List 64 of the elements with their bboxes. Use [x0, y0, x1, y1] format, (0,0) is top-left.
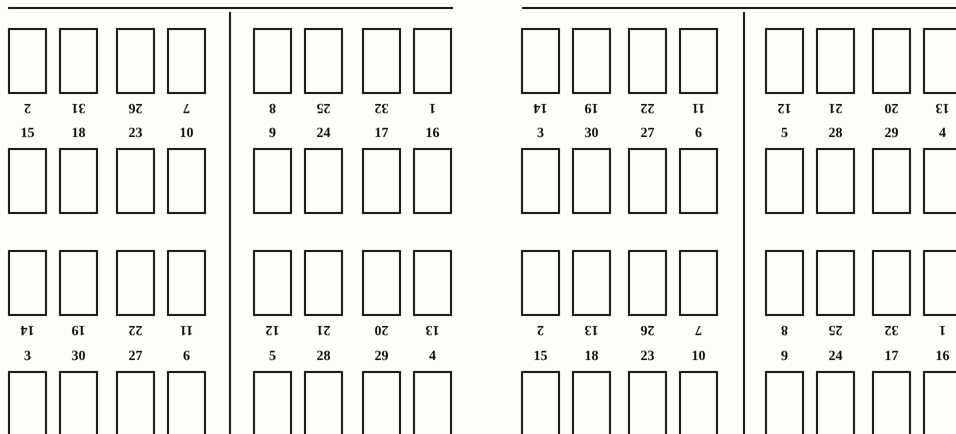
page-number: 12: [264, 321, 280, 337]
page-number: 31: [70, 99, 86, 115]
page-number: 26: [640, 321, 656, 337]
page-number: 32: [884, 321, 900, 337]
page-number: 9: [268, 126, 277, 142]
page-number: 11: [178, 321, 194, 337]
page-number: 10: [690, 349, 706, 365]
page-number: 3: [23, 349, 32, 365]
page-number: 16: [934, 349, 950, 365]
page-number: 24: [316, 126, 332, 142]
page-number: 1: [938, 321, 947, 337]
page-number: 7: [694, 321, 703, 337]
page-number: 18: [584, 349, 600, 365]
page-number: 5: [268, 349, 277, 365]
page-number: 28: [828, 126, 844, 142]
page-number: 23: [640, 349, 656, 365]
page-number: 4: [938, 126, 947, 142]
page-number: 1: [428, 99, 437, 115]
page-number: 9: [780, 349, 789, 365]
page-number: 4: [428, 349, 437, 365]
page-number: 28: [316, 349, 332, 365]
page-number: 20: [374, 321, 390, 337]
page-number: 22: [128, 321, 144, 337]
page-number: 10: [178, 126, 194, 142]
page-number: 2: [23, 99, 32, 115]
page-number: 23: [128, 126, 144, 142]
page-number: 25: [828, 321, 844, 337]
page-number: 13: [934, 99, 950, 115]
page-number: 20: [884, 99, 900, 115]
page-number: 15: [532, 349, 548, 365]
page-number: 21: [316, 321, 332, 337]
page-number: 29: [374, 349, 390, 365]
page-number: 8: [780, 321, 789, 337]
page-number: 32: [374, 99, 390, 115]
page-number: 14: [20, 321, 36, 337]
page-number: 25: [316, 99, 332, 115]
page-number: 29: [884, 126, 900, 142]
page-number: 22: [640, 99, 656, 115]
page-number: 27: [128, 349, 144, 365]
page-number: 14: [532, 99, 548, 115]
page-number: 6: [182, 349, 191, 365]
page-number: 17: [884, 349, 900, 365]
page-number: 24: [828, 349, 844, 365]
page-number: 13: [424, 321, 440, 337]
page-number: 8: [268, 99, 277, 115]
page-number: 17: [374, 126, 390, 142]
page-number: 7: [182, 99, 191, 115]
page-number: 15: [20, 126, 36, 142]
page-number: 12: [776, 99, 792, 115]
page-number: 19: [584, 99, 600, 115]
page-number: 21: [828, 99, 844, 115]
page-number: 11: [690, 99, 706, 115]
page-number: 30: [70, 349, 86, 365]
page-number: 16: [424, 126, 440, 142]
page-number: 2: [536, 321, 545, 337]
page-number: 18: [70, 126, 86, 142]
page-number: 13: [584, 321, 600, 337]
page-number: 19: [70, 321, 86, 337]
page-number: 3: [536, 126, 545, 142]
page-number: 30: [584, 126, 600, 142]
page-number: 6: [694, 126, 703, 142]
page-number: 26: [128, 99, 144, 115]
page-number: 5: [780, 126, 789, 142]
page-number: 27: [640, 126, 656, 142]
